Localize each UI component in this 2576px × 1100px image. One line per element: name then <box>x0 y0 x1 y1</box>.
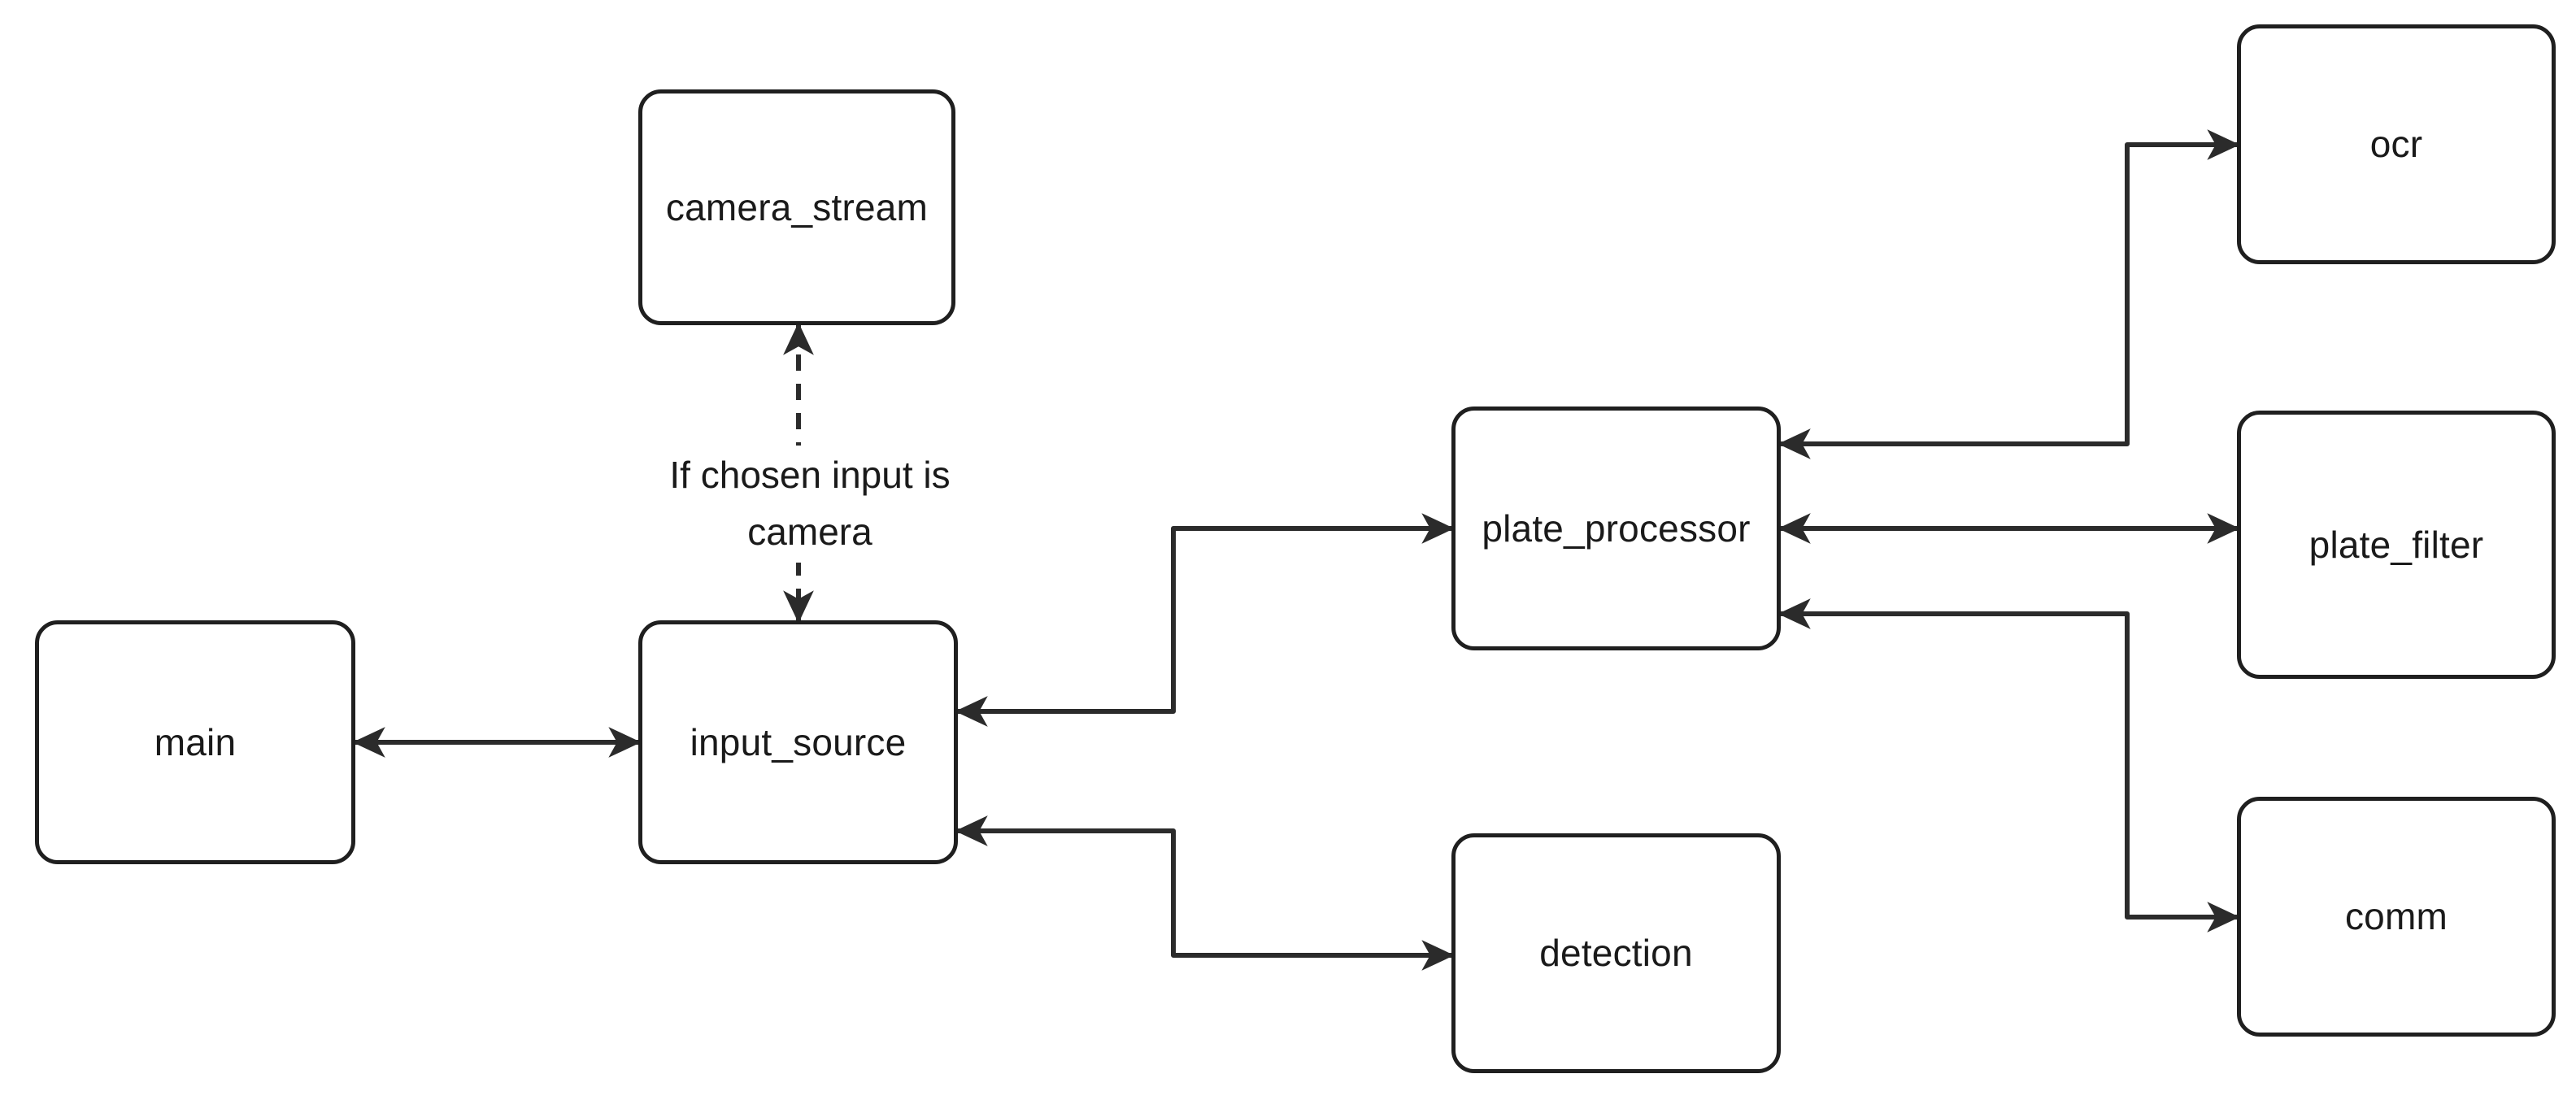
connector-input_source-detection <box>955 815 1455 971</box>
connector-plate_processor-comm <box>1778 598 2240 933</box>
node-label-ocr: ocr <box>2369 123 2423 166</box>
node-detection[interactable]: detection <box>1451 833 1781 1073</box>
node-plate_filter[interactable]: plate_filter <box>2237 411 2556 679</box>
node-input_source[interactable]: input_source <box>638 620 958 864</box>
node-label-input_source: input_source <box>690 720 907 763</box>
node-label-plate_filter: plate_filter <box>2308 523 2484 566</box>
connector-plate_processor-ocr <box>1778 129 2240 459</box>
node-ocr[interactable]: ocr <box>2237 24 2556 264</box>
node-label-detection: detection <box>1539 932 1693 975</box>
node-plate_processor[interactable]: plate_processor <box>1451 407 1781 650</box>
edge-label-camera-condition: If chosen input is camera <box>639 446 981 563</box>
node-label-main: main <box>154 720 237 763</box>
node-label-comm: comm <box>2344 895 2448 938</box>
node-main[interactable]: main <box>35 620 355 864</box>
connector-input_source-plate_processor <box>955 513 1455 727</box>
node-comm[interactable]: comm <box>2237 797 2556 1037</box>
node-label-plate_processor: plate_processor <box>1482 507 1751 550</box>
node-label-camera_stream: camera_stream <box>665 185 929 228</box>
node-camera_stream[interactable]: camera_stream <box>638 89 955 325</box>
